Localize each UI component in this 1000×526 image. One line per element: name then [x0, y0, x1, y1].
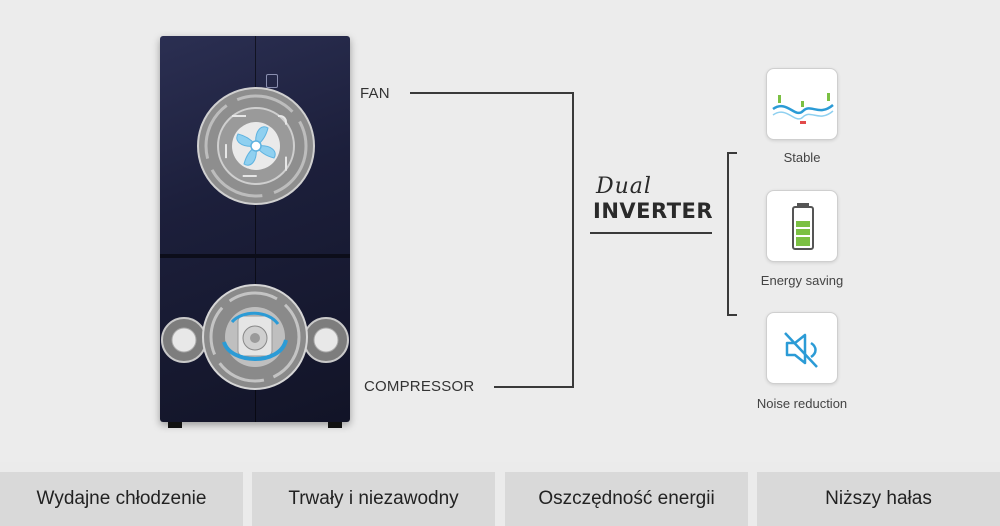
feature-card-energy-saving	[766, 190, 838, 262]
fan-icon	[197, 87, 315, 205]
feature-tabs: Wydajne chłodzenie Trwały i niezawodny O…	[0, 472, 1000, 526]
control-display	[266, 74, 278, 88]
tab-wydajne-chlodzenie[interactable]: Wydajne chłodzenie	[0, 472, 243, 526]
dual-label: Dual	[596, 174, 652, 199]
feature-card-stable	[766, 68, 838, 140]
mute-speaker-icon	[784, 332, 818, 368]
tab-nizszy-halas[interactable]: Niższy hałas	[757, 472, 1000, 526]
feature-label-energy-saving: Energy saving	[760, 273, 844, 288]
connector-compressor	[494, 386, 574, 388]
compressor-label: COMPRESSOR	[364, 378, 475, 395]
feature-bracket	[727, 152, 729, 316]
battery-icon	[792, 203, 814, 250]
feature-bracket-top	[727, 152, 737, 154]
feature-label-stable: Stable	[783, 150, 821, 165]
inverter-underline	[590, 232, 712, 234]
inverter-label: INVERTER	[593, 199, 714, 223]
fan-label: FAN	[360, 85, 390, 102]
feature-card-noise-reduction	[766, 312, 838, 384]
wave-balance-icon	[772, 93, 834, 124]
door-divider-vertical	[255, 36, 256, 422]
feature-bracket-bottom	[727, 314, 737, 316]
fridge-foot-left	[168, 422, 182, 428]
connector-fan	[410, 92, 574, 94]
connector-vertical	[572, 92, 574, 388]
compressor-icon	[161, 284, 349, 390]
feature-label-noise-reduction: Noise reduction	[756, 396, 848, 411]
product-illustration: FAN COMPRESSOR Dual INVERTER Stable Ener	[160, 36, 848, 428]
tab-oszczednosc-energii[interactable]: Oszczędność energii	[505, 472, 748, 526]
fridge-foot-right	[328, 422, 342, 428]
door-divider-horizontal	[160, 254, 350, 258]
tab-trwaly-i-niezawodny[interactable]: Trwały i niezawodny	[252, 472, 495, 526]
